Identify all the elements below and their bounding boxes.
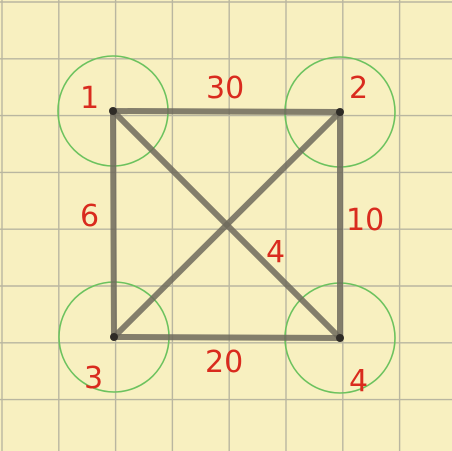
node-label-2: 2 [349, 71, 368, 106]
node-label-3: 3 [84, 361, 103, 396]
edge-weight-1-4: 4 [266, 235, 285, 270]
edge-weight-1-2: 30 [206, 71, 244, 106]
edge-weight-2-4: 10 [346, 203, 384, 238]
edge-weight-3-4: 20 [205, 345, 243, 380]
edge-2-3 [111, 109, 343, 340]
edge-1-2 [110, 108, 343, 115]
node-dot-1 [109, 107, 117, 115]
node-vertices [109, 107, 344, 342]
node-dot-2 [336, 108, 344, 116]
graph-edges [110, 108, 343, 341]
node-dot-4 [336, 334, 344, 342]
node-dot-3 [110, 333, 118, 341]
edge-weight-1-3: 6 [80, 199, 99, 234]
edge-1-3 [110, 108, 117, 340]
node-label-4: 4 [349, 364, 368, 399]
edge-3-4 [111, 334, 343, 341]
node-label-1: 1 [80, 81, 99, 116]
